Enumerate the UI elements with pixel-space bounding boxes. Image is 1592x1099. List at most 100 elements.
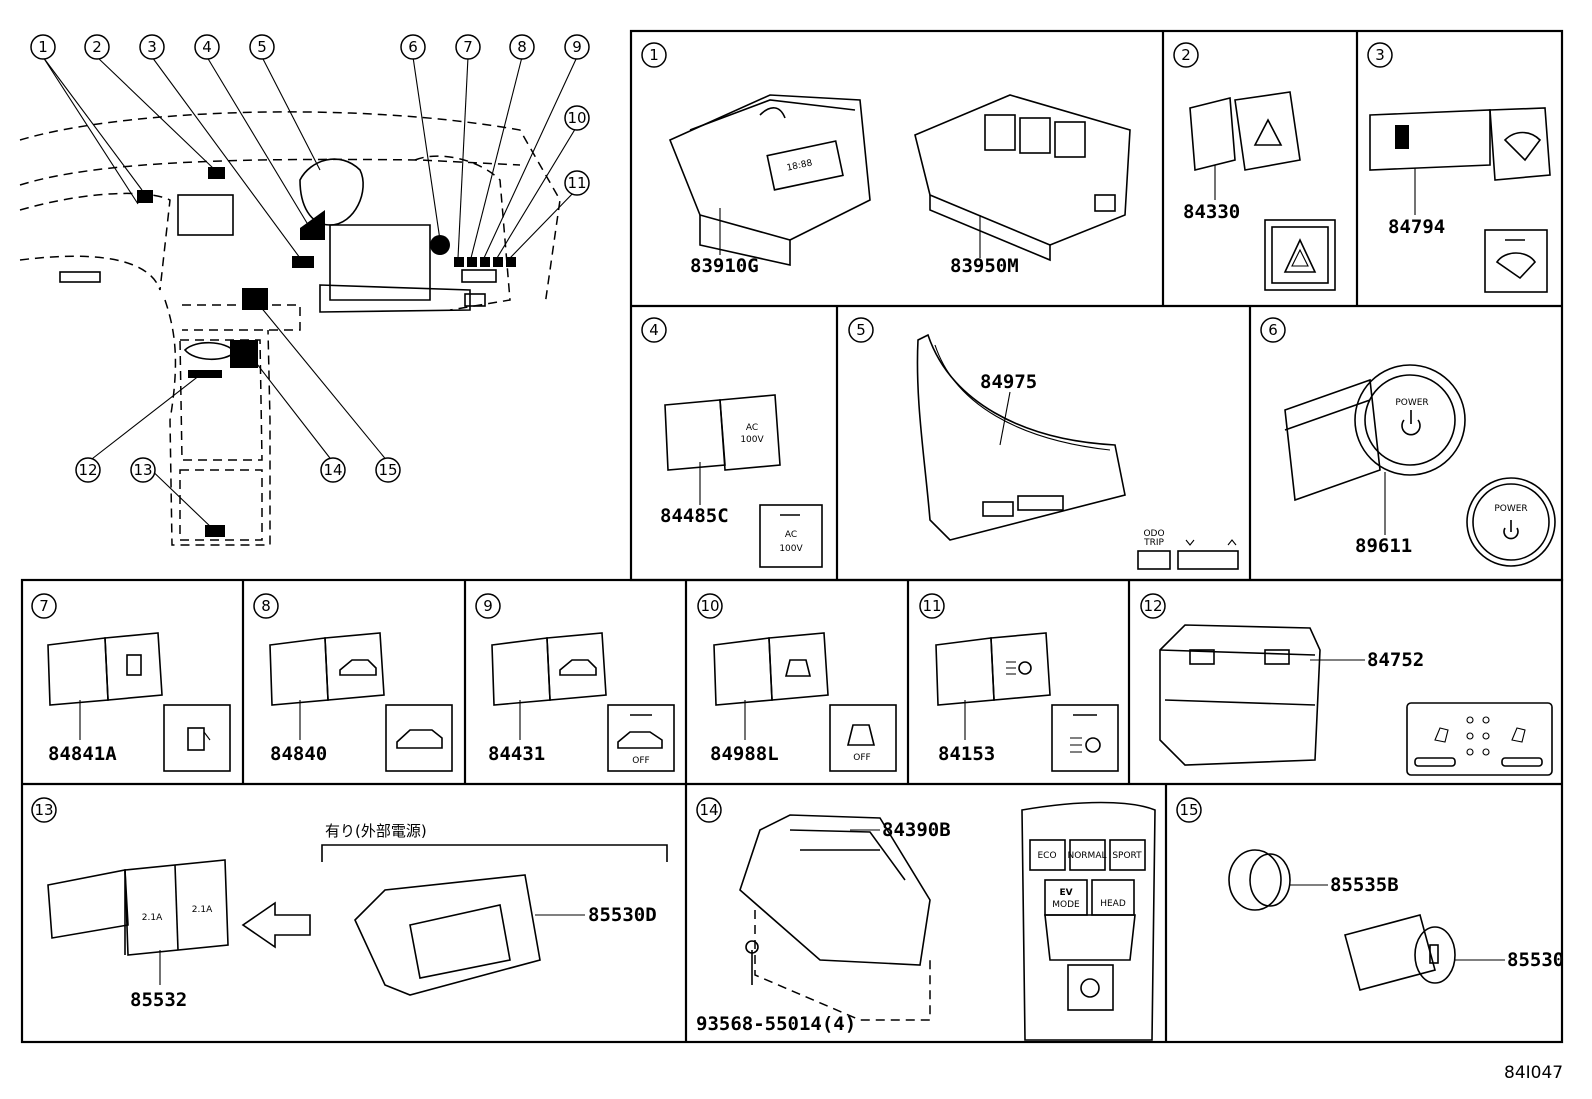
panel-frames: [20, 29, 1564, 1044]
svg-text:HEAD: HEAD: [1100, 899, 1126, 909]
callout-3: 3: [139, 34, 165, 60]
svg-text:100V: 100V: [779, 544, 803, 554]
part-84841A: 84841A: [48, 743, 117, 765]
part-84840: 84840: [270, 743, 327, 765]
svg-text:11: 11: [567, 174, 586, 192]
part-84975: 84975: [980, 371, 1037, 393]
callout-8: 8: [509, 34, 535, 60]
external-power-note: 有り(外部電源): [325, 822, 427, 840]
part-84988L: 84988L: [710, 743, 779, 765]
callout-4: 4: [194, 34, 220, 60]
svg-text:10: 10: [567, 109, 586, 127]
svg-text:3: 3: [1375, 46, 1385, 64]
svg-text:OFF: OFF: [853, 753, 870, 763]
svg-text:9: 9: [483, 597, 493, 615]
part-84794: 84794: [1388, 216, 1445, 238]
svg-text:15: 15: [378, 461, 397, 479]
part-83910G: 83910G: [690, 255, 759, 277]
svg-text:5: 5: [257, 38, 267, 56]
svg-text:18:88: 18:88: [786, 158, 814, 173]
svg-text:13: 13: [34, 801, 53, 819]
svg-text:POWER: POWER: [1494, 504, 1527, 514]
part-83950M: 83950M: [950, 255, 1019, 277]
part-84153: 84153: [938, 743, 995, 765]
part-84431: 84431: [488, 743, 545, 765]
svg-text:15: 15: [1179, 801, 1198, 819]
callout-7: 7: [455, 34, 481, 60]
panel-12: 12 84752: [1140, 593, 1553, 776]
svg-text:SPORT: SPORT: [1112, 851, 1142, 861]
part-85535B: 85535B: [1330, 874, 1399, 896]
svg-text:10: 10: [700, 597, 719, 615]
panel-4: 4 AC 100V 84485C AC 100V: [641, 317, 823, 568]
svg-text:ODO: ODO: [1143, 529, 1164, 539]
svg-text:14: 14: [323, 461, 342, 479]
diagram-number: 84I047: [1504, 1063, 1563, 1083]
panel-9: 9 84431 OFF: [475, 593, 675, 772]
svg-text:AC: AC: [785, 530, 797, 540]
svg-text:ECO: ECO: [1037, 851, 1056, 861]
dashboard-overview: 1 2 3 4 5 6 7 8 9 10 11 12 13 14 15: [19, 34, 590, 546]
svg-text:9: 9: [572, 38, 582, 56]
part-84752: 84752: [1367, 649, 1424, 671]
panel-15: 15 85535B 85530: [1176, 797, 1564, 991]
callout-2: 2: [84, 34, 110, 60]
callout-11: 11: [564, 170, 590, 196]
panel-3: 3 84794: [1367, 42, 1551, 293]
panel-10: 10 84988L OFF: [697, 593, 897, 772]
svg-text:8: 8: [517, 38, 527, 56]
part-84390B: 84390B: [882, 819, 951, 841]
svg-text:AC: AC: [746, 423, 758, 433]
svg-text:14: 14: [699, 801, 718, 819]
svg-text:MODE: MODE: [1052, 900, 1080, 910]
callout-15: 15: [375, 457, 401, 483]
svg-text:12: 12: [1143, 597, 1162, 615]
part-93568-55014: 93568-55014(4): [696, 1013, 856, 1035]
svg-text:OFF: OFF: [632, 756, 649, 766]
svg-text:1: 1: [649, 46, 659, 64]
callout-14: 14: [320, 457, 346, 483]
svg-text:2: 2: [1181, 46, 1191, 64]
callout-1: 1: [30, 34, 56, 60]
part-85530: 85530: [1507, 949, 1564, 971]
panel-8: 8 84840: [253, 593, 453, 772]
svg-text:7: 7: [463, 38, 473, 56]
callout-10: 10: [564, 105, 590, 131]
callout-13: 13: [130, 457, 156, 483]
panel-13: 13 2.1A 2.1A 85532 有り(外部電源) 85530D: [31, 797, 668, 1011]
svg-text:100V: 100V: [740, 435, 764, 445]
panel-7: 7 84841A: [31, 593, 231, 772]
svg-text:4: 4: [649, 321, 659, 339]
svg-text:2: 2: [92, 38, 102, 56]
panel-2: 2 84330: [1173, 42, 1336, 291]
svg-text:12: 12: [78, 461, 97, 479]
svg-text:POWER: POWER: [1395, 398, 1428, 408]
panel-11: 11 84153: [919, 593, 1119, 772]
svg-text:6: 6: [1268, 321, 1278, 339]
callout-9: 9: [564, 34, 590, 60]
callout-12: 12: [75, 457, 101, 483]
svg-text:5: 5: [856, 321, 866, 339]
svg-text:4: 4: [202, 38, 212, 56]
panel-6: 6 POWER 89611 POWER: [1260, 317, 1556, 567]
part-84485C: 84485C: [660, 505, 729, 527]
svg-text:1: 1: [38, 38, 48, 56]
svg-text:EV: EV: [1059, 888, 1072, 898]
svg-text:13: 13: [133, 461, 152, 479]
svg-text:6: 6: [408, 38, 418, 56]
panel-1: 1 18:88 83910G 83950M: [641, 42, 1131, 277]
callout-5: 5: [249, 34, 275, 60]
svg-text:NORMAL: NORMAL: [1067, 851, 1106, 861]
svg-text:7: 7: [39, 597, 49, 615]
callout-6: 6: [400, 34, 426, 60]
part-89611: 89611: [1355, 535, 1412, 557]
panel-5: 5 84975 ODO TRIP: [848, 317, 1239, 570]
panel-14: 14 84390B 93568-55014(4) ECO NORMAL SPOR…: [696, 797, 1156, 1041]
svg-text:11: 11: [922, 597, 941, 615]
svg-text:TRIP: TRIP: [1143, 538, 1164, 548]
part-85530D: 85530D: [588, 904, 657, 926]
svg-text:8: 8: [261, 597, 271, 615]
part-85532: 85532: [130, 989, 187, 1011]
part-84330: 84330: [1183, 201, 1240, 223]
